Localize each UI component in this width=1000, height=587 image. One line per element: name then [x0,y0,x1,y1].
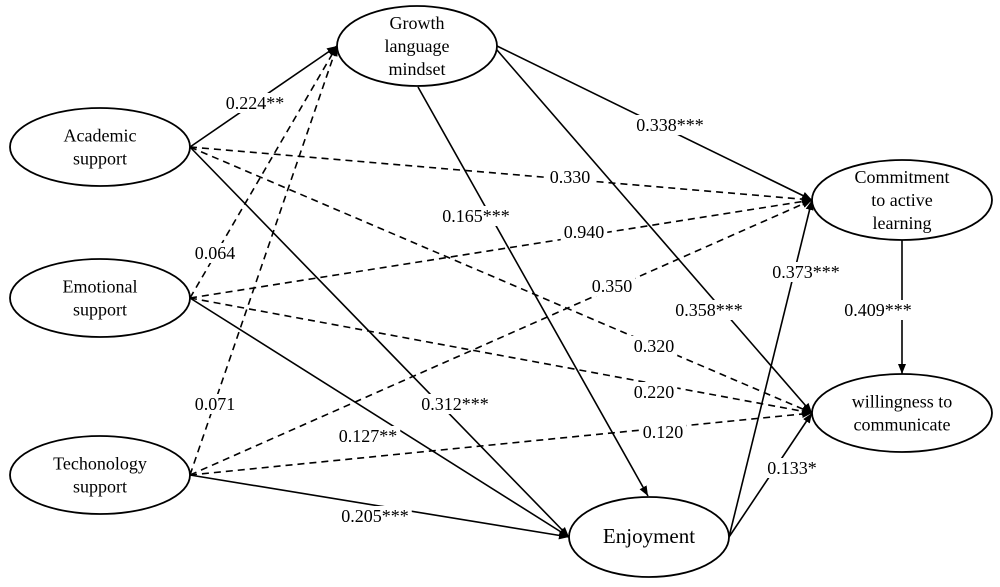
edge-label-academic-to-enjoyment: 0.312*** [421,394,489,414]
edge-label-background [338,506,412,526]
node-emotional: Emotional support [9,258,191,338]
edge-academic-to-enjoyment [189,146,570,538]
edge-label-academic-to-commitment: 0.330 [550,167,591,187]
edge-technology-to-commitment [189,199,813,476]
edge-academic-to-commitment [189,146,813,204]
edge-label-background [439,206,513,226]
edge-label-commitment-to-willingness: 0.409*** [844,300,912,320]
edge-label-background [841,300,915,320]
node-label-line: Academic [64,126,137,146]
node-label-line: support [73,477,127,497]
node-ellipse [9,258,191,338]
node-ellipse [568,496,730,578]
node-ellipse [336,5,498,87]
node-ellipse [9,107,191,187]
edge-label-academic-to-growth: 0.224** [226,93,285,113]
edge-academic-to-willingness [189,146,813,414]
node-label-line: language [385,36,450,56]
node-ellipse [9,435,191,515]
edge-emotional-to-commitment [189,197,813,299]
node-label-line: learning [873,213,932,233]
node-ellipse [811,373,993,453]
node-willingness: willingness to communicate [811,373,993,453]
node-label-line: support [73,300,127,320]
node-label-line: support [73,149,127,169]
edge-label-growth-to-commitment: 0.338*** [636,115,704,135]
edge-emotional-to-willingness [189,297,813,416]
edge-label-background [769,262,843,282]
node-commitment: Commitment to active learning [811,159,993,241]
edge-label-background [560,222,608,242]
edge-label-background [630,382,678,402]
node-technology: Techonology support [9,435,191,515]
node-label-line: communicate [854,415,951,435]
edge-label-growth-to-enjoyment: 0.165*** [442,206,510,226]
edge-label-technology-to-growth: 0.071 [195,394,236,414]
edge-label-background [764,458,820,478]
edge-label-background [639,422,687,442]
edge-label-technology-to-willingness: 0.120 [643,422,684,442]
edge-label-enjoyment-to-willingness: 0.133* [767,458,817,478]
node-label-line: Growth [390,13,445,33]
edge-label-emotional-to-willingness: 0.220 [634,382,675,402]
edge-enjoyment-to-commitment [728,199,814,538]
node-academic: Academic support [9,107,191,187]
edge-label-background [191,394,239,414]
edge-label-background [546,167,594,187]
edge-label-emotional-to-growth: 0.064 [195,243,236,263]
node-growth: Growth language mindset [336,5,498,87]
node-label-line: mindset [389,59,446,79]
edge-label-background [672,300,746,320]
edge-label-background [191,243,239,263]
edge-label-emotional-to-enjoyment: 0.127** [339,426,398,446]
node-label-line: Techonology [53,454,147,474]
edge-label-technology-to-enjoyment: 0.205*** [341,506,409,526]
edge-label-academic-to-willingness: 0.320 [634,336,675,356]
node-label-line: Enjoyment [603,524,695,548]
edge-emotional-to-enjoyment [189,297,570,538]
node-label-line: to active [871,190,932,210]
node-label-line: willingness to [852,392,953,412]
edge-growth-to-enjoyment [417,86,649,497]
edge-label-background [630,336,678,356]
edge-technology-to-willingness [189,410,813,476]
edge-label-growth-to-willingness: 0.358*** [675,300,743,320]
node-label-line: Emotional [63,277,138,297]
edge-growth-to-willingness [496,49,813,414]
node-enjoyment: Enjoyment [568,496,730,578]
edge-label-emotional-to-commitment: 0.940 [564,222,605,242]
node-label-line: Commitment [854,167,949,187]
edge-label-background [335,426,401,446]
edge-label-background [418,394,492,414]
edge-label-background [588,276,636,296]
edge-label-background [222,93,288,113]
edge-label-background [633,115,707,135]
node-ellipse [811,159,993,241]
edge-label-technology-to-commitment: 0.350 [592,276,633,296]
edge-label-enjoyment-to-commitment: 0.373*** [772,262,840,282]
